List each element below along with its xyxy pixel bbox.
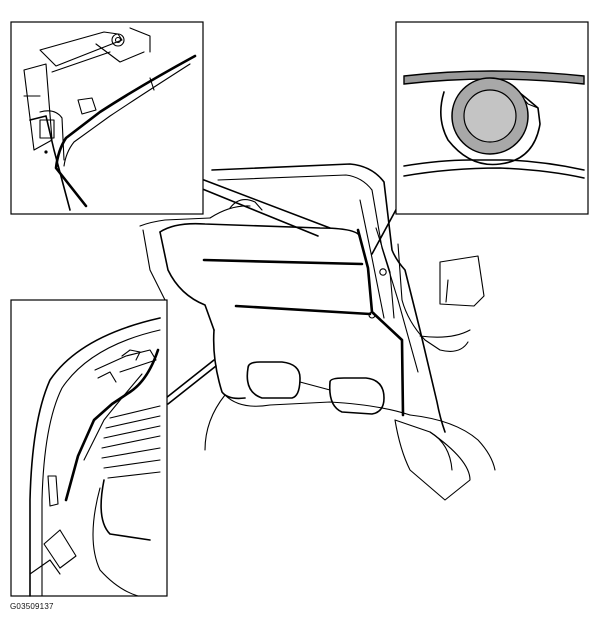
detail-inset-top-right <box>395 21 589 215</box>
figure-reference-code: G03509137 <box>10 602 54 611</box>
detail-inset-top-left <box>10 21 204 215</box>
main-illustration <box>139 163 496 501</box>
leader-lines <box>165 179 399 405</box>
detail-inset-bottom-left <box>10 299 168 597</box>
